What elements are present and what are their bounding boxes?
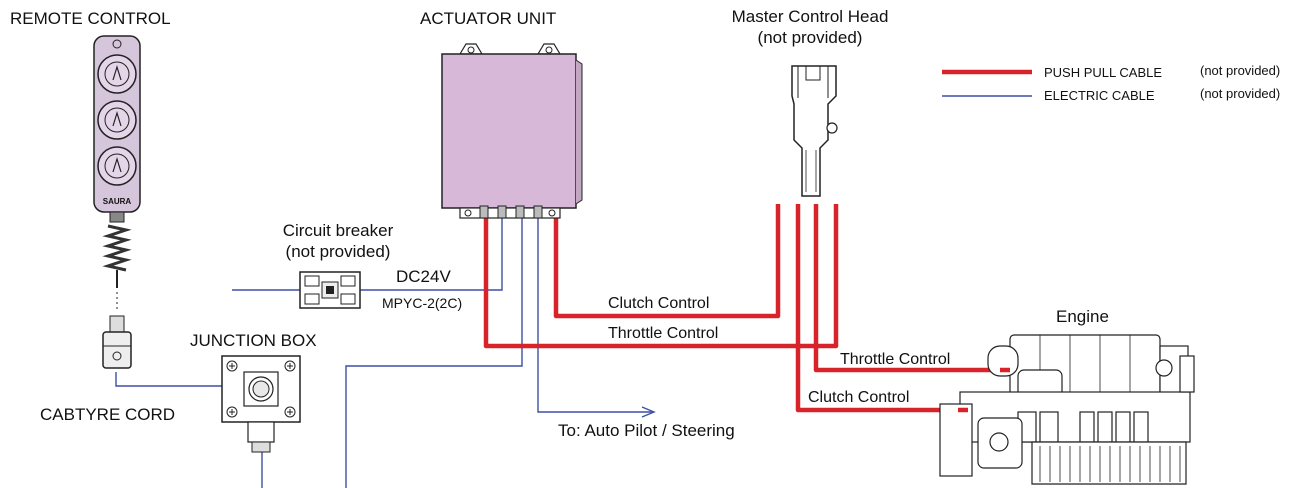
remote-control-label: REMOTE CONTROL	[10, 9, 171, 28]
legend: PUSH PULL CABLE (not provided) ELECTRIC …	[942, 63, 1280, 103]
remote-dial-3	[97, 146, 137, 186]
push-pull-engine-stubs	[958, 367, 1010, 413]
dc24v-label: DC24V	[396, 267, 451, 286]
engine	[939, 334, 1195, 485]
arrow-right-icon	[641, 406, 656, 418]
throttle-control-engine-label: Throttle Control	[840, 351, 950, 368]
legend-electric-label: ELECTRIC CABLE	[1044, 88, 1155, 103]
clutch-control-top-label: Clutch Control	[608, 295, 709, 312]
clutch-control-engine-label: Clutch Control	[808, 389, 909, 406]
electric-cable-breaker-actuator	[360, 218, 503, 291]
circuit-breaker-note: (not provided)	[286, 242, 391, 261]
junction-box-label: JUNCTION BOX	[190, 331, 317, 350]
electric-cable-auto-pilot	[537, 218, 652, 413]
circuit-breaker-label: Circuit breaker	[283, 221, 394, 240]
legend-push-pull-note: (not provided)	[1200, 63, 1280, 78]
push-pull-throttle-engine	[813, 204, 1000, 373]
engine-label: Engine	[1056, 307, 1109, 326]
electric-cable-actuator-junction	[345, 218, 523, 488]
remote-coil-cord	[102, 224, 132, 272]
diagram-labels: REMOTE CONTROL ACTUATOR UNIT Master Cont…	[10, 7, 1109, 440]
throttle-control-top-label: Throttle Control	[608, 325, 718, 342]
legend-electric-note: (not provided)	[1200, 86, 1280, 101]
junction-box	[221, 355, 301, 453]
legend-push-pull-label: PUSH PULL CABLE	[1044, 65, 1162, 80]
push-pull-throttle-top	[483, 204, 839, 349]
master-head-label: Master Control Head	[732, 7, 889, 26]
electric-cables	[115, 218, 656, 488]
push-pull-clutch-top	[553, 204, 781, 319]
master-control-head	[791, 65, 838, 197]
actuator-box	[441, 53, 577, 209]
push-pull-clutch-engine	[795, 204, 958, 413]
push-pull-cables	[483, 204, 1000, 413]
electric-cable-remote-junction	[115, 372, 222, 387]
remote-dial-1	[97, 54, 137, 94]
remote-control: SAURA	[93, 35, 141, 369]
actuator-unit	[441, 43, 583, 219]
circuit-breaker	[299, 271, 361, 309]
mpyc-label: MPYC-2(2C)	[382, 295, 462, 311]
remote-brand-logo: SAURA	[103, 197, 132, 206]
actuator-unit-label: ACTUATOR UNIT	[420, 9, 556, 28]
remote-dial-2	[97, 100, 137, 140]
master-head-note: (not provided)	[758, 28, 863, 47]
cabtyre-cord-label: CABTYRE CORD	[40, 405, 175, 424]
cabtyre-connector	[102, 315, 132, 369]
auto-pilot-label: To: Auto Pilot / Steering	[558, 421, 735, 440]
